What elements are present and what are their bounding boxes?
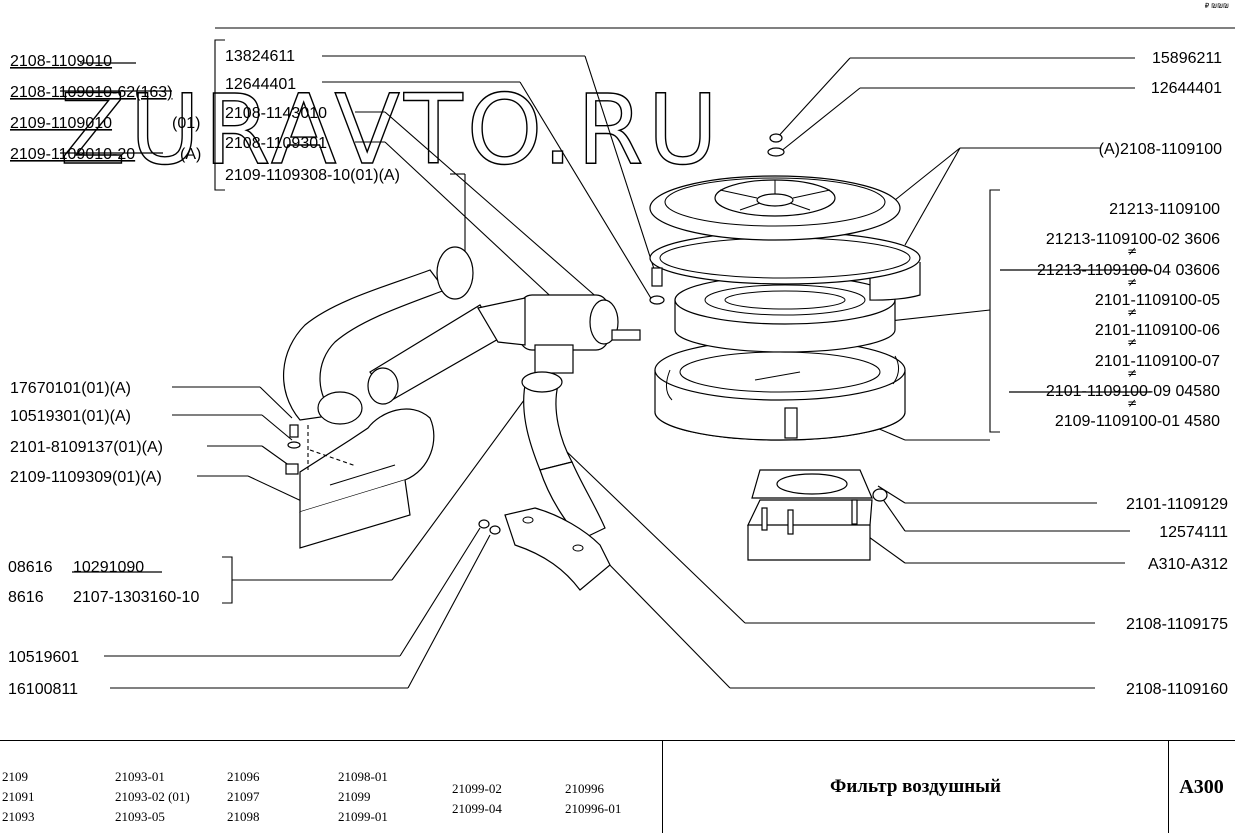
warm-air-hose (521, 371, 606, 541)
footer-title-block: 2109 21091 21093 21093-01 21093-02 (01) … (0, 740, 1235, 833)
model-code: 21099-01 (338, 809, 388, 824)
label-2109-1109010-20: 2109-1109010-20 (10, 146, 135, 163)
label-17670101: 17670101(01)(A) (10, 380, 131, 397)
label-a310-a312: A310-A312 (1148, 556, 1228, 573)
model-code: 21093 (2, 809, 35, 824)
label-2101-8109137: 2101-8109137(01)(A) (10, 439, 163, 456)
filter-element (674, 275, 896, 353)
page-code: A300 (1179, 775, 1224, 798)
label-13824611: 13824611 (225, 48, 295, 65)
model-column-4: 21098-01 21099 21099-01 (338, 767, 388, 827)
label-12644401-left: 12644401 (225, 76, 296, 93)
label-2101-1109100-06: 2101-1109100-06 (1095, 322, 1220, 339)
label-2107-1303160-10: 2107-1303160-10 (73, 589, 199, 606)
svg-text:≠: ≠ (1127, 305, 1137, 319)
model-code: 210996-01 (565, 801, 622, 816)
part-labels: 2108-1109010 2108-1109010-62(163) 2109-1… (8, 48, 1228, 698)
label-2108-1109175: 2108-1109175 (1126, 616, 1228, 633)
label-2101-1109100-07: 2101-1109100-07 (1095, 353, 1220, 370)
model-code: 21097 (227, 789, 260, 804)
label-8616: 8616 (8, 589, 44, 606)
label-08616: 08616 (8, 559, 53, 576)
gasket-washer (872, 488, 888, 502)
label-2108-1109010-62: 2108-1109010-62(163) (10, 84, 173, 101)
label-2109-1109100-01: 2109-1109100-01 4580 (1055, 413, 1220, 430)
label-2108-1109160: 2108-1109160 (1126, 681, 1228, 698)
model-code: 2109 (2, 769, 28, 784)
svg-text:≠: ≠ (1127, 275, 1137, 289)
filter-cover (649, 175, 901, 241)
svg-text:≠: ≠ (1127, 366, 1137, 380)
model-column-5: 21099-02 21099-04 (452, 779, 502, 819)
corner-mark: ₽ ₪₪₪ (1204, 3, 1229, 10)
label-10519301: 10519301(01)(A) (10, 408, 131, 425)
model-column-2: 21093-01 21093-02 (01) 21093-05 (115, 767, 190, 827)
svg-text:≠: ≠ (1127, 335, 1137, 349)
model-column-6: 210996 210996-01 (565, 779, 621, 819)
intake-hose (282, 246, 474, 425)
shield-nuts (478, 519, 501, 535)
model-column-3: 21096 21097 21098 (227, 767, 260, 827)
label-21213-1109100-02: 21213-1109100-02 3606 (1046, 231, 1220, 248)
label-2109-1109010-suffix: (01) (172, 115, 200, 132)
label-2101-1109100-05: 2101-1109100-05 (1095, 292, 1220, 309)
intake-duct (299, 408, 435, 549)
bracket-bottom-left (222, 556, 233, 604)
label-12574111: 12574111 (1159, 524, 1228, 541)
model-code: 21099-04 (452, 801, 502, 816)
duct-fasteners (285, 424, 357, 475)
connector-tube (367, 297, 526, 405)
label-2109-1109010: 2109-1109010 (10, 115, 112, 132)
model-code: 21098-01 (338, 769, 388, 784)
title-cell: Фильтр воздушный (662, 741, 1169, 833)
label-2101-1109129: 2101-1109129 (1126, 496, 1228, 513)
label-2109-1109308-10: 2109-1109308-10(01)(A) (225, 167, 400, 184)
bracket-top-center (214, 39, 225, 191)
label-21213-1109100: 21213-1109100 (1109, 201, 1220, 218)
label-12644401-right: 12644401 (1151, 80, 1222, 97)
housing-bolt (649, 267, 665, 305)
label-a-2108-1109100: (A)2108-1109100 (1099, 141, 1222, 158)
model-code: 21093-05 (115, 809, 165, 824)
model-code: 210996 (565, 781, 604, 796)
label-10519601: 10519601 (8, 649, 79, 666)
label-2109-1109309: 2109-1109309(01)(A) (10, 469, 162, 486)
filter-ring (649, 231, 921, 301)
strike-marks: ≠ ≠ ≠ ≠ ≠ ≠ (60, 62, 1151, 573)
model-code: 21098 (227, 809, 260, 824)
label-2108-1109010: 2108-1109010 (10, 53, 112, 70)
model-code: 21091 (2, 789, 35, 804)
model-code: 21099-02 (452, 781, 502, 796)
model-code: 21093-02 (01) (115, 789, 190, 804)
label-2109-1109010-20-suffix: (A) (180, 146, 201, 163)
label-15896211: 15896211 (1152, 50, 1222, 67)
label-10291090: 10291090 (73, 559, 144, 576)
code-cell: A300 (1168, 741, 1235, 833)
label-21213-1109100-04: 21213-1109100-04 03606 (1037, 262, 1220, 279)
model-code: 21099 (338, 789, 371, 804)
label-2108-1143010: 2108-1143010 (225, 105, 327, 122)
model-column-1: 2109 21091 21093 (2, 767, 35, 827)
page-title: Фильтр воздушный (830, 776, 1001, 797)
label-2108-1109301: 2108-1109301 (225, 135, 327, 152)
model-code: 21093-01 (115, 769, 165, 784)
bracket-right (989, 189, 1000, 433)
model-code: 21096 (227, 769, 260, 784)
air-filter-housing (654, 339, 906, 441)
label-2101-1109100-09: 2101-1109100-09 04580 (1046, 383, 1220, 400)
adapter-plate (747, 469, 873, 561)
leader-lines (104, 55, 1135, 689)
heat-shield (504, 507, 611, 591)
thermostat-valve-body (519, 294, 641, 374)
svg-text:≠: ≠ (1127, 396, 1137, 410)
cover-nut-washer (767, 133, 785, 157)
svg-text:≠: ≠ (1127, 244, 1137, 258)
label-16100811: 16100811 (8, 681, 78, 698)
